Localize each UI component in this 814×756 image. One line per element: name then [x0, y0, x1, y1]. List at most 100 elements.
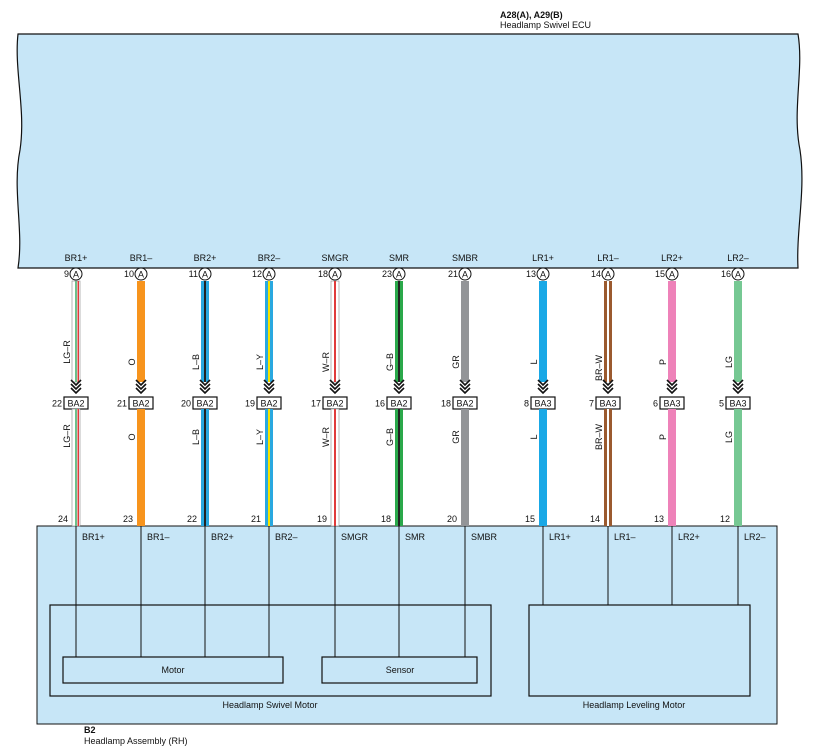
- wire-lower: [734, 409, 742, 526]
- ecu-signal-label: LR1–: [597, 253, 619, 263]
- junction-id: BA2: [67, 399, 84, 409]
- assembly-signal-label: SMGR: [341, 532, 369, 542]
- assembly-pin-number: 20: [447, 514, 457, 524]
- assembly-signal-label: BR1+: [82, 532, 105, 542]
- ecu-signal-label: LR2+: [661, 253, 683, 263]
- ecu-signal-label: BR2–: [258, 253, 281, 263]
- wire-upper: [734, 281, 742, 382]
- assembly-pin-number: 13: [654, 514, 664, 524]
- ecu-pin-number: 9: [64, 269, 69, 279]
- assembly-signal-label: LR1–: [614, 532, 636, 542]
- wire-lower: [137, 409, 145, 526]
- wire-stripe: [607, 409, 609, 526]
- ecu-pin-number: 15: [655, 269, 665, 279]
- junction-arrow-icon: [135, 379, 147, 395]
- assembly-signal-label: SMBR: [471, 532, 498, 542]
- wire-stripe: [268, 281, 270, 382]
- connector-letter: A: [138, 270, 144, 280]
- wire-stripe: [398, 281, 400, 382]
- assembly-signal-label: BR1–: [147, 532, 170, 542]
- assembly-signal-label: SMR: [405, 532, 426, 542]
- leveling-motor-label: Headlamp Leveling Motor: [583, 700, 686, 710]
- junction-id: BA2: [390, 399, 407, 409]
- ecu-pin-number: 18: [318, 269, 328, 279]
- junction-id: BA2: [132, 399, 149, 409]
- wire-stripe: [77, 281, 79, 382]
- wire-stripe: [334, 409, 336, 526]
- ecu-signal-label: SMR: [389, 253, 410, 263]
- junction-id: BA3: [729, 399, 746, 409]
- wire-color-label: W–R: [321, 427, 331, 448]
- wire-upper: [137, 281, 145, 382]
- connector-circle: [731, 267, 745, 281]
- wire-color-label: L: [529, 434, 539, 439]
- assembly-signal-label: LR1+: [549, 532, 571, 542]
- connector-circle: [392, 267, 406, 281]
- ecu-signal-label: SMGR: [322, 253, 350, 263]
- junction-id: BA3: [663, 399, 680, 409]
- junction-arrow-icon: [393, 379, 405, 395]
- motor-box: [62, 656, 284, 684]
- connector-circle: [665, 267, 679, 281]
- wire-color-label: BR–W: [594, 424, 604, 451]
- ecu-signal-label: SMBR: [452, 253, 479, 263]
- junction-pin-number: 19: [245, 399, 255, 409]
- ecu-pin-number: 16: [721, 269, 731, 279]
- assembly-name: Headlamp Assembly (RH): [84, 736, 188, 746]
- junction-pin-number: 18: [441, 399, 451, 409]
- ecu-pin-number: 13: [526, 269, 536, 279]
- junction-pin-number: 21: [117, 399, 127, 409]
- wire-upper: [461, 281, 469, 382]
- wire-upper: [539, 281, 547, 382]
- wire-color-label: LG: [724, 431, 734, 443]
- assembly-signal-label: LR2–: [744, 532, 766, 542]
- junction-pin-number: 8: [524, 399, 529, 409]
- ecu-signal-label: BR2+: [194, 253, 217, 263]
- wire-color-label: L–B: [191, 429, 201, 445]
- wire-upper: [668, 281, 676, 382]
- assembly-body: [36, 525, 778, 725]
- ecu-pin-number: 14: [591, 269, 601, 279]
- assembly-pin-number: 23: [123, 514, 133, 524]
- junction-pin-number: 22: [52, 399, 62, 409]
- connector-circle: [262, 267, 276, 281]
- connector-letter: A: [73, 270, 79, 280]
- connector-letter: A: [540, 270, 546, 280]
- junction-arrow-icon: [199, 379, 211, 395]
- wire-color-label: G–B: [385, 353, 395, 371]
- assembly-pin-number: 24: [58, 514, 68, 524]
- junction-id: BA2: [196, 399, 213, 409]
- ecu-pin-number: 21: [448, 269, 458, 279]
- swivel-motor-box: [49, 604, 492, 697]
- connector-letter: A: [669, 270, 675, 280]
- connector-circle: [458, 267, 472, 281]
- wire-color-label: L–B: [191, 354, 201, 370]
- junction-arrow-icon: [732, 379, 744, 395]
- wire-color-label: GR: [451, 430, 461, 444]
- wire-color-label: O: [127, 358, 137, 365]
- ecu-name: Headlamp Swivel ECU: [500, 20, 591, 30]
- junction-pin-number: 6: [653, 399, 658, 409]
- ecu-pin-number: 11: [189, 269, 198, 279]
- wire-color-label: L: [529, 359, 539, 364]
- ecu-connector-label: A28(A), A29(B): [500, 10, 563, 20]
- assembly-pin-number: 22: [187, 514, 197, 524]
- sensor-label: Sensor: [386, 665, 415, 675]
- connector-circle: [328, 267, 342, 281]
- junction-arrow-icon: [459, 379, 471, 395]
- connector-letter: A: [332, 270, 338, 280]
- wire-stripe: [75, 409, 77, 526]
- junction-pin-number: 17: [311, 399, 321, 409]
- connector-circle: [134, 267, 148, 281]
- ecu-signal-label: LR1+: [532, 253, 554, 263]
- wire-lower: [539, 409, 547, 526]
- ecu-pin-number: 23: [382, 269, 392, 279]
- wire-stripe: [268, 409, 270, 526]
- junction-arrow-icon: [537, 379, 549, 395]
- wire-color-label: GR: [451, 355, 461, 369]
- ecu-pin-number: 10: [124, 269, 134, 279]
- ecu-signal-label: BR1+: [65, 253, 88, 263]
- wire-color-label: P: [658, 359, 668, 365]
